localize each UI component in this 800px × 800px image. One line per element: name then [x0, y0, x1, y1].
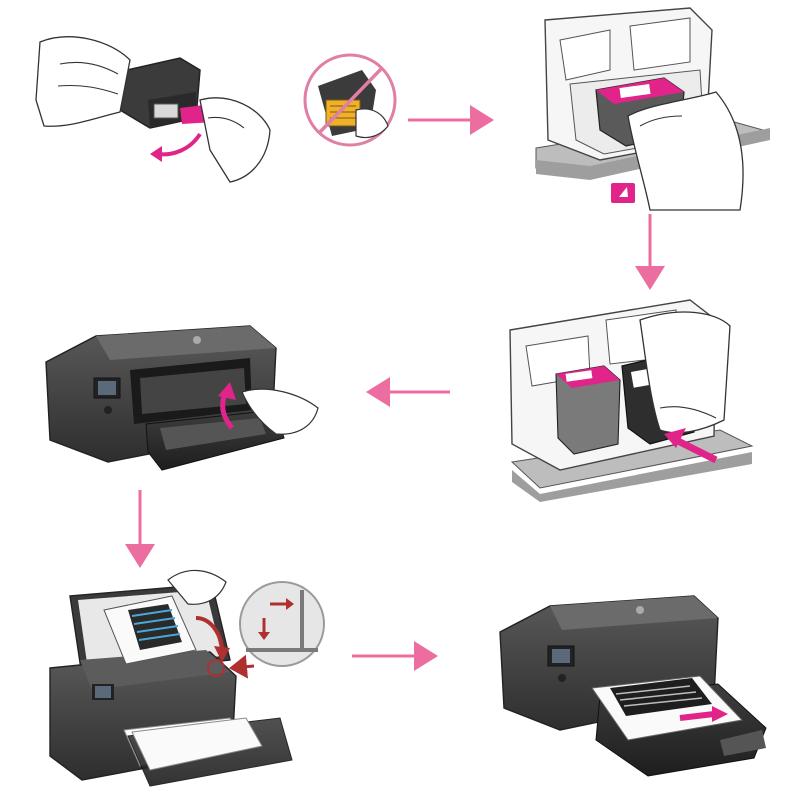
close-door-printer-icon: [45, 325, 319, 471]
hand-pulling-tape-from-cartridge-icon: [35, 36, 271, 183]
insert-tricolor-cartridge-icon: [535, 7, 771, 211]
prohibited-touch-contacts-icon: [303, 53, 397, 147]
printer-output-page-icon: [499, 595, 767, 777]
scanner-alignment-page-icon: [49, 569, 325, 787]
insert-black-cartridge-icon: [509, 299, 754, 502]
